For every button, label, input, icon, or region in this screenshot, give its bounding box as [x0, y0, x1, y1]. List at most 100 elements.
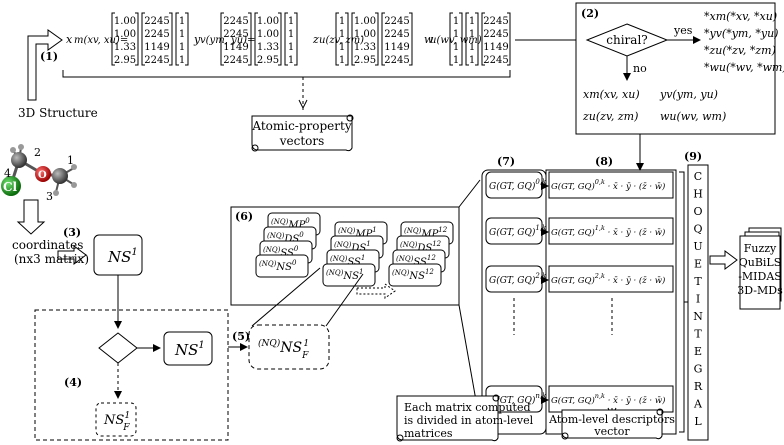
choquet-letter: H [693, 188, 703, 201]
matrix-cell: 1 [339, 55, 345, 66]
w-property-label: w [424, 33, 434, 46]
svg-text:vector: vector [593, 425, 630, 438]
g-cell-label: G(GT, GQ)2,k [489, 272, 546, 286]
descriptor-cell-label: G(GT, GQ)2,k · x̄ · ȳ · (z̄ · w̄) [551, 272, 665, 286]
chiral-box [575, 2, 776, 135]
matrix-cell: 2245 [223, 55, 248, 66]
matrix-cell: 1.00 [257, 16, 279, 27]
g-cell-label: G(GT, GQ)n,k [489, 392, 546, 406]
x-args: m(xv, xu)= [74, 35, 128, 46]
svg-text:3D-MDs: 3D-MDs [737, 284, 783, 297]
atomic-property-line1: Atomic-property [251, 119, 351, 133]
g-cell-label: G(GT, GQ)1,k [489, 224, 546, 238]
matrix-cell: 2245 [483, 55, 508, 66]
chiral-no-item: xm(xv, xu) [583, 88, 640, 101]
stack-card [322, 263, 376, 287]
matrix-cell: 1.00 [114, 29, 136, 40]
svg-text:QuBiLS: QuBiLS [739, 256, 782, 269]
nsf1-box [95, 402, 137, 437]
choquet-letter: E [694, 258, 702, 271]
matrix-cell: 1 [469, 29, 475, 40]
w-args: u(wv, wm) [430, 35, 482, 46]
choquet-letter: L [694, 415, 702, 428]
descriptor-cell [548, 171, 674, 199]
chiral-yes-item: *yv(*ym, *yu) [704, 27, 778, 40]
choquet-letter: R [694, 380, 703, 393]
z-property-label: z [312, 33, 319, 46]
choquet-letter: U [693, 240, 702, 253]
matrix-cell: 1149 [144, 42, 169, 53]
choquet-letter: A [693, 398, 703, 411]
matrix-cell: 1 [288, 16, 294, 27]
matrix-cell: 1 [288, 55, 294, 66]
svg-text:-MIDAS: -MIDAS [738, 270, 782, 283]
descriptor-cell [548, 217, 674, 245]
descriptor-cell-label: G(GT, GQ)n,k · x̄ · ȳ · (z̄ · w̄) [551, 392, 665, 406]
stack-card-label: (NQ)NS1 [326, 268, 363, 282]
matrix-stacks: (NQ)MP0(NQ)DS0(NQ)SS0(NQ)NS0(NQ)MP1(NQ)D… [255, 212, 454, 287]
stack-card-label: (NQ)SS1 [330, 254, 365, 268]
chiral-yes-item: *zu(*zv, *zm) [704, 44, 776, 57]
matrix-cell: 2245 [483, 29, 508, 40]
matrix-cell: 2245 [144, 29, 169, 40]
stack-level-1: (NQ)MP1(NQ)DS1(NQ)SS1(NQ)NS1 [322, 221, 388, 287]
matrix-cell: 2245 [384, 29, 409, 40]
label-2: (2) [581, 7, 599, 20]
chiral-yes-item: *wu(*wv, *wm) [704, 61, 784, 74]
matrix-atom-note: Each matrix computed is divided in atom-… [396, 394, 534, 442]
stack-card-label: (NQ)MP1 [338, 226, 377, 240]
atom-cl: Cl [3, 180, 18, 194]
svg-text:Fuzzy: Fuzzy [744, 242, 777, 255]
matrix-cell: 1.33 [114, 42, 136, 53]
x-col-values: 1.001.001.332.95 [111, 12, 139, 66]
matrix-cell: 2245 [144, 55, 169, 66]
matrix-cell: 1 [179, 42, 185, 53]
matrix-cell: 2245 [384, 16, 409, 27]
label-6: (6) [235, 210, 253, 223]
matrix-cell: 1 [453, 55, 459, 66]
coordinates-label: coordinates [12, 238, 83, 252]
matrix-cell: 2245 [223, 29, 248, 40]
chiral-yes-list: *xm(*xv, *xu)*yv(*ym, *yu)*zu(*zv, *zm)*… [704, 10, 784, 74]
matrix-cell: 1.00 [257, 29, 279, 40]
atom-number-4: 4 [4, 167, 11, 180]
matrix-cell: 1 [288, 42, 294, 53]
stack-card-label: (NQ)DS1 [334, 240, 371, 254]
choquet-letter: G [694, 363, 703, 376]
atomic-property-note: Atomic-property vectors [251, 114, 354, 152]
stack-card [388, 263, 442, 287]
label-5: (5) [232, 330, 250, 343]
matrix-cell: 2245 [144, 16, 169, 27]
matrix-cell: 1149 [483, 42, 508, 53]
property-matrices: x1.001.001.332.9522452245114922451111y22… [66, 12, 511, 66]
structure-title: 3D Structure [18, 106, 98, 120]
output-box [739, 235, 781, 310]
descriptor-cell-label: G(GT, GQ)1,k · x̄ · ȳ · (z̄ · w̄) [551, 224, 665, 238]
choquet-letter: Q [693, 223, 702, 236]
stack-card-label: (NQ)DS0 [267, 231, 304, 245]
stack-card-label: (NQ)MP0 [271, 217, 310, 231]
matrix-cell: 1 [339, 42, 345, 53]
descriptor-cell-label: G(GT, GQ)0,k · x̄ · ȳ · (z̄ · w̄) [551, 178, 665, 192]
stack-card-label: (NQ)NS0 [259, 259, 297, 273]
atom-descriptors-note: Atom-level descriptors vector [548, 408, 675, 440]
svg-text:Atom-level descriptors: Atom-level descriptors [548, 413, 675, 426]
stack-level-0: (NQ)MP0(NQ)DS0(NQ)SS0(NQ)NS0 [255, 212, 321, 278]
x-col-index: 2245 2245 1149 2245 [141, 12, 173, 66]
x-property-label: x [66, 33, 73, 46]
chiral-no-item: yv(ym, yu) [659, 88, 718, 101]
descriptor-cell [548, 265, 674, 293]
svg-text:is divided in atom-level: is divided in atom-level [404, 414, 534, 427]
svg-text:Each matrix computed: Each matrix computed [404, 401, 531, 414]
z-args: u(zv, zm) [319, 35, 364, 46]
ns-fuzzy-group [34, 309, 229, 441]
ns1-result-box [163, 331, 213, 366]
chiral-question: chiral? [606, 33, 647, 47]
